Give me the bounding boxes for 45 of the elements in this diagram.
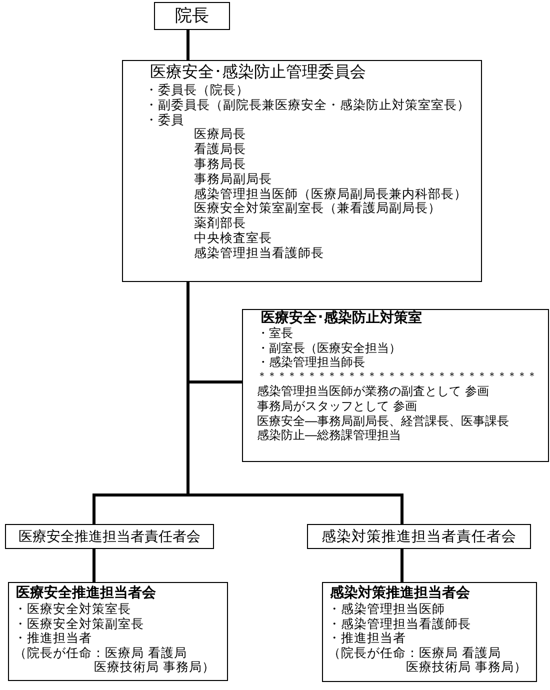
- member-item: 医療安全対策室副室長（兼看護局副局長）: [193, 201, 442, 216]
- council-title: 医療安全推進担当者責任者会: [18, 528, 200, 546]
- list-item: ・推進担当者: [328, 631, 407, 646]
- list-item: ・副室長（医療安全担当）: [257, 340, 402, 356]
- org-box: [122, 60, 482, 282]
- group-title: 医療安全推進担当者会: [15, 584, 157, 602]
- list-item: ・感染管理担当医師: [328, 602, 446, 617]
- council-title: 感染対策推進担当者責任者会: [322, 528, 516, 546]
- list-item: ・感染管理担当師長: [257, 355, 366, 370]
- appointment-note: （院長が任命：医療局 看護局医療技術局 事務局）: [328, 646, 528, 675]
- connector-line: [186, 30, 190, 60]
- list-item: ・医療安全対策室長: [14, 602, 132, 617]
- org-box: [5, 524, 214, 549]
- committee-title: 医療安全･感染防止管理委員会: [149, 61, 367, 83]
- org-box: [322, 582, 537, 682]
- member-item: 中央検査室長: [193, 230, 273, 246]
- list-item: ・副委員長（副院長兼医療安全・感染防止対策室室長）: [145, 98, 471, 113]
- member-item: 感染管理担当医師（医療局副局長兼内科部長）: [193, 186, 468, 202]
- director-title: 院長: [175, 5, 209, 28]
- member-item: 事務局副局長: [193, 172, 273, 187]
- list-item: ・委員長（院長）: [145, 83, 250, 98]
- list-item: ・医療安全対策副室長: [14, 616, 145, 632]
- list-item: ・委員: [145, 112, 185, 128]
- member-item: 感染管理担当看護師長: [193, 246, 325, 261]
- connector-line: [186, 282, 404, 524]
- member-item: 事務局長: [193, 156, 247, 172]
- asterisk-divider: ＊＊＊＊＊＊＊＊＊＊＊＊＊＊＊＊＊＊＊＊＊＊＊＊＊＊＊＊: [257, 370, 538, 384]
- list-item: ・推進担当者: [14, 631, 93, 646]
- member-item: 薬剤部長: [193, 216, 247, 231]
- note-text: 感染防止―総務課管理担当: [257, 428, 402, 443]
- office-title: 医療安全･感染防止対策室: [260, 310, 423, 326]
- member-item: 医療局長: [193, 127, 247, 142]
- connector-line: [400, 549, 404, 582]
- note-text: 事務局がスタッフとして 参画: [257, 398, 418, 414]
- note-text: 感染管理担当医師が業務の副査として 参画: [257, 384, 490, 399]
- org-box: [307, 524, 531, 549]
- org-box: [242, 309, 549, 462]
- member-item: 看護局長: [193, 142, 247, 157]
- list-item: ・室長: [257, 326, 294, 341]
- appointment-note: （院長が任命：医療局 看護局医療技術局 事務局）: [14, 646, 216, 675]
- group-title: 感染対策推進担当者会: [329, 584, 471, 602]
- list-item: ・感染管理担当看護師長: [328, 616, 472, 632]
- org-box: [154, 2, 230, 30]
- note-text: 医療安全―事務局副局長、経営課長、医事課長: [257, 414, 510, 428]
- org-box: [8, 582, 228, 681]
